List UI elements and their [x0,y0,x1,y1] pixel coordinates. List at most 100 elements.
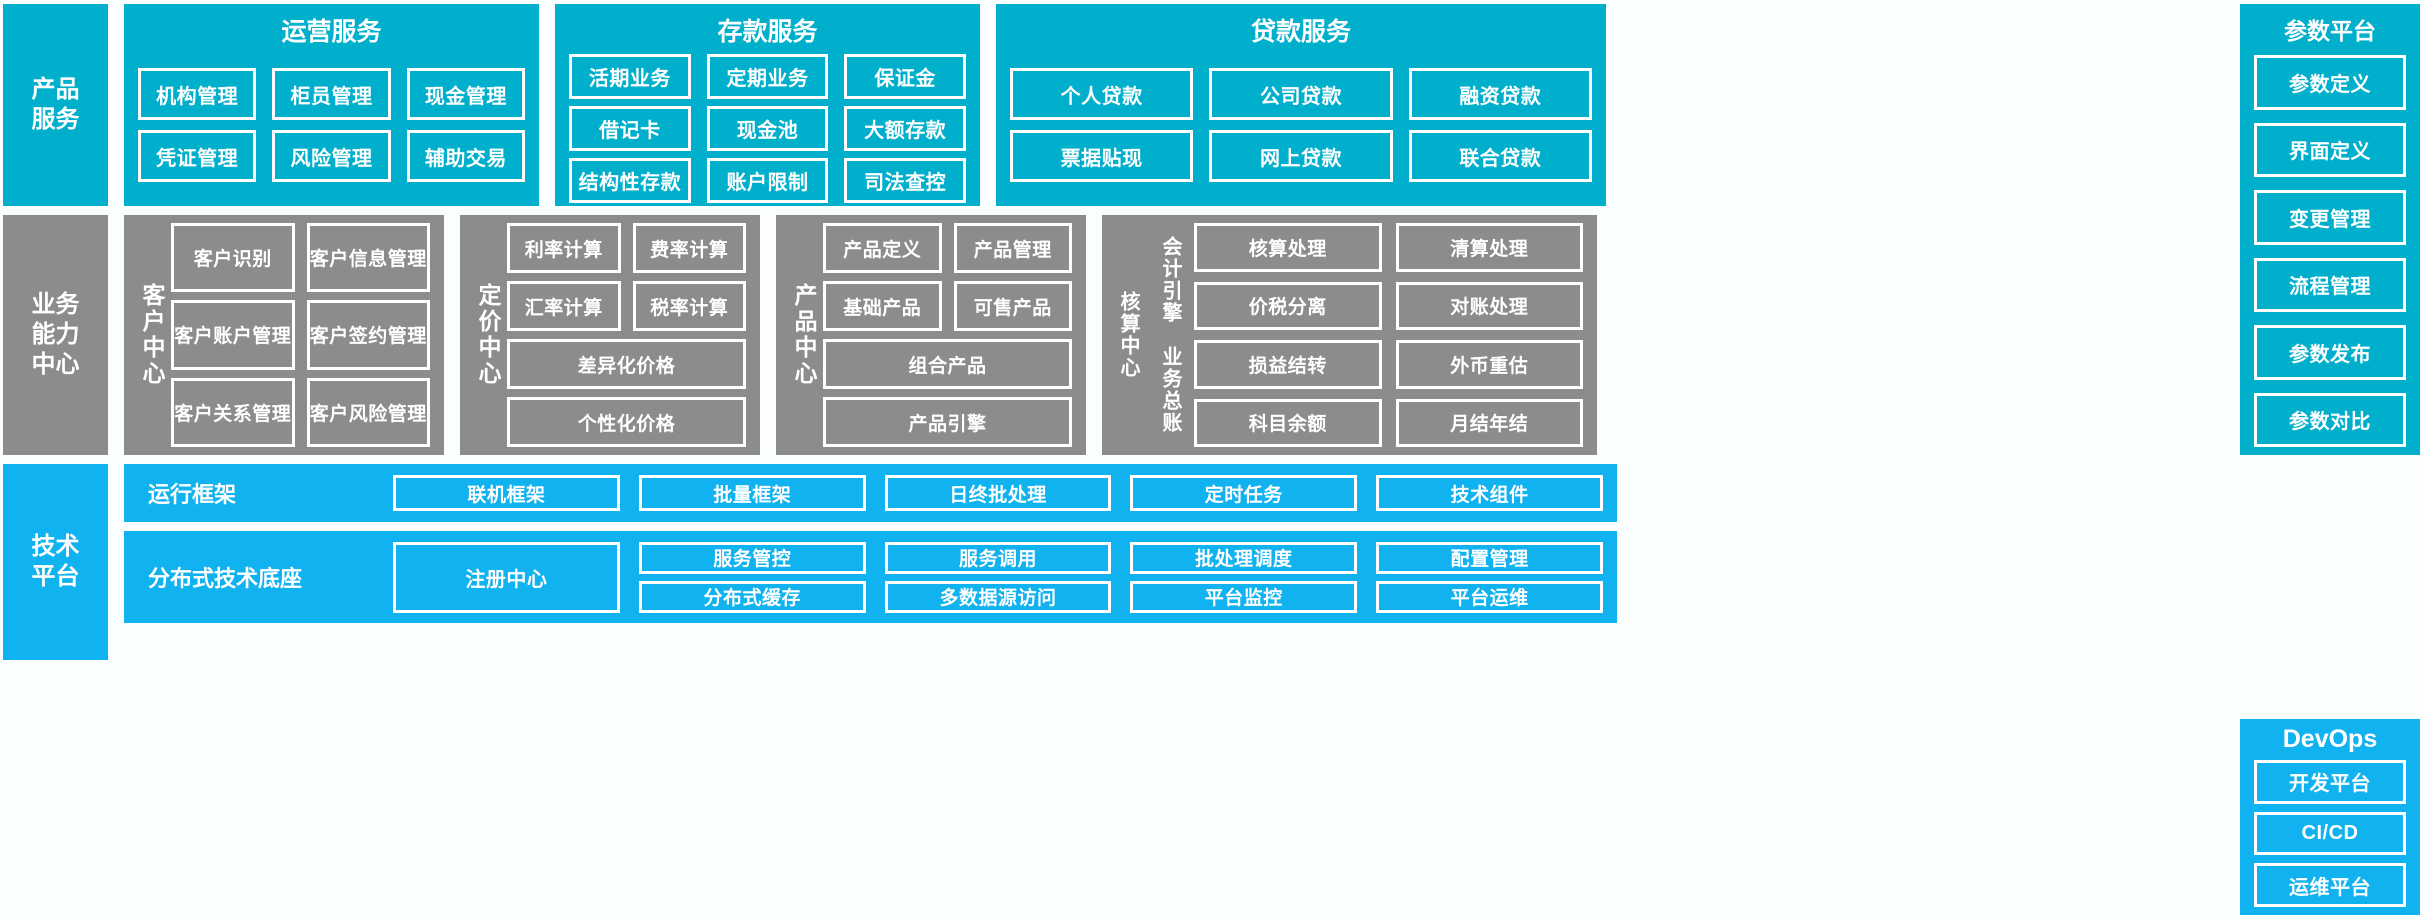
business-capability-layer: 业务 能力 中心 客户中心 客户识别 客户信息管理 客户账户管理 客户签约管理 … [0,215,2423,455]
parameter-item[interactable]: 变更管理 [2254,190,2406,245]
capability-box[interactable]: 可售产品 [953,281,1072,331]
capability-box[interactable]: 月结年结 [1395,398,1583,447]
center-product: 产品中心 产品定义 产品管理 基础产品 可售产品 组合产品 产品引擎 [776,215,1086,455]
service-box[interactable]: 账户限制 [706,158,829,203]
tech-box[interactable]: 技术组件 [1376,475,1603,511]
capability-box[interactable]: 客户风险管理 [306,377,430,447]
group-devops: DevOps 开发平台 CI/CD 运维平台 [2240,719,2420,915]
capability-box[interactable]: 对账处理 [1395,281,1583,330]
capability-box[interactable]: 产品管理 [953,223,1072,273]
center-customer: 客户中心 客户识别 客户信息管理 客户账户管理 客户签约管理 客户关系管理 客户… [124,215,444,455]
tech-box-registry[interactable]: 注册中心 [393,541,620,613]
capability-box[interactable]: 客户识别 [171,223,295,293]
service-box[interactable]: 个人贷款 [1010,68,1194,120]
capability-box[interactable]: 个性化价格 [507,397,746,447]
service-box[interactable]: 司法查控 [844,158,966,203]
layer-label-technical-platform: 技术 平台 [3,464,108,660]
tech-box[interactable]: 配置管理 [1376,541,1603,574]
service-box[interactable]: 现金管理 [406,68,525,120]
distributed-foundation-items: 注册中心 服务管控 分布式缓存 服务调用 多数据源访问 批处理调度 平台监控 [393,541,1603,613]
capability-box[interactable]: 客户关系管理 [171,377,295,447]
subgroup-label-general-ledger: 业务总账 [1159,346,1181,434]
service-box[interactable]: 凭证管理 [138,130,257,182]
capability-box[interactable]: 客户账户管理 [171,300,295,370]
parameter-item[interactable]: 流程管理 [2254,257,2406,312]
parameter-item[interactable]: 参数定义 [2254,55,2406,110]
service-box[interactable]: 柜员管理 [272,68,391,120]
layer-label-line-2: 服务 [31,106,80,133]
capability-box[interactable]: 损益结转 [1194,340,1382,389]
loan-services-grid: 个人贷款 公司贷款 融资贷款 票据贴现 网上贷款 联合贷款 [1010,54,1592,196]
center-pricing: 定价中心 利率计算 费率计算 汇率计算 税率计算 差异化价格 个性化价格 [460,215,760,455]
capability-box[interactable]: 产品定义 [823,223,942,273]
capability-box[interactable]: 产品引擎 [823,397,1072,447]
devops-item[interactable]: 开发平台 [2254,760,2406,804]
tech-box[interactable]: 分布式缓存 [638,580,866,613]
service-box[interactable]: 保证金 [844,54,966,99]
capability-box[interactable]: 科目余额 [1194,398,1382,447]
parameter-item[interactable]: 参数对比 [2254,392,2406,447]
service-box[interactable]: 结构性存款 [569,158,691,203]
capability-box[interactable]: 基础产品 [823,281,942,331]
service-box[interactable]: 辅助交易 [406,130,525,182]
accounting-center-grid: 核算处理 清算处理 价税分离 对账处理 损益结转 外币重估 科目余额 月结年结 [1194,223,1583,447]
tech-box[interactable]: 服务管控 [638,541,866,574]
group-title-parameter-platform: 参数平台 [2284,18,2376,44]
capability-box[interactable]: 价税分离 [1194,281,1382,330]
tech-box[interactable]: 批处理调度 [1130,541,1358,574]
capability-box[interactable]: 汇率计算 [507,281,621,331]
service-box[interactable]: 定期业务 [706,54,829,99]
capability-box[interactable]: 核算处理 [1194,223,1382,272]
tech-box[interactable]: 联机框架 [393,475,620,511]
pricing-center-grid: 利率计算 费率计算 汇率计算 税率计算 差异化价格 个性化价格 [507,223,746,447]
service-box[interactable]: 公司贷款 [1209,68,1393,120]
tech-box[interactable]: 平台监控 [1130,580,1358,613]
center-accounting: 核算中心 会计引擎 业务总账 核算处理 清算处理 价税分离 对账处理 损益结转 … [1102,215,1597,455]
layer-label-product-service: 产品 服务 [3,4,108,206]
capability-box[interactable]: 外币重估 [1395,340,1583,389]
service-box[interactable]: 机构管理 [138,68,257,120]
group-title-loan-services: 贷款服务 [1250,18,1351,46]
accounting-subgroup-labels: 会计引擎 业务总账 [1146,223,1194,447]
parameter-item[interactable]: 界面定义 [2254,122,2406,177]
service-box[interactable]: 借记卡 [569,106,691,151]
group-operation-services: 运营服务 机构管理 柜员管理 现金管理 凭证管理 风险管理 辅助交易 [124,4,539,206]
capability-box[interactable]: 客户信息管理 [306,223,430,293]
center-label-accounting: 核算中心 [1117,291,1139,379]
tech-box[interactable]: 定时任务 [1130,475,1358,511]
capability-box[interactable]: 差异化价格 [507,339,746,389]
service-box[interactable]: 风险管理 [272,130,391,182]
tech-box[interactable]: 服务调用 [884,541,1112,574]
capability-box[interactable]: 客户签约管理 [306,300,430,370]
deposit-services-grid: 活期业务 定期业务 保证金 借记卡 现金池 大额存款 结构性存款 账户限制 司法… [569,54,966,203]
devops-item[interactable]: 运维平台 [2254,863,2406,908]
service-box[interactable]: 现金池 [706,106,829,151]
runtime-framework-items: 联机框架 批量框架 日终批处理 定时任务 技术组件 [393,475,1603,511]
service-box[interactable]: 网上贷款 [1209,130,1393,182]
devops-item[interactable]: CI/CD [2254,811,2406,856]
band-label-distributed-foundation: 分布式技术底座 [148,566,303,591]
tech-box[interactable]: 多数据源访问 [884,580,1112,613]
tech-box[interactable]: 平台运维 [1376,580,1603,613]
capability-box[interactable]: 利率计算 [507,223,621,273]
capability-box[interactable]: 费率计算 [632,223,746,273]
layer-label-line-1: 技术 [31,533,80,560]
service-box[interactable]: 活期业务 [569,54,691,99]
tech-box[interactable]: 日终批处理 [884,475,1112,511]
service-box[interactable]: 融资贷款 [1408,68,1592,120]
parameter-item[interactable]: 参数发布 [2254,325,2406,380]
service-box[interactable]: 大额存款 [844,106,966,151]
capability-box[interactable]: 清算处理 [1395,223,1583,272]
group-deposit-services: 存款服务 活期业务 定期业务 保证金 借记卡 现金池 大额存款 结构性存款 账户… [555,4,980,206]
layer-label-line-1: 产品 [31,76,80,103]
tech-box[interactable]: 批量框架 [638,475,866,511]
devops-stack: 开发平台 CI/CD 运维平台 [2254,760,2406,908]
capability-box[interactable]: 组合产品 [823,339,1072,389]
layer-label-line-3: 中心 [31,351,80,378]
service-box[interactable]: 票据贴现 [1010,130,1194,182]
service-box[interactable]: 联合贷款 [1408,130,1592,182]
product-service-layer: 产品 服务 运营服务 机构管理 柜员管理 现金管理 凭证管理 风险管理 辅助交易… [0,4,2423,455]
foundation-column: 批处理调度 平台监控 [1130,541,1358,613]
group-title-deposit-services: 存款服务 [717,18,818,46]
capability-box[interactable]: 税率计算 [632,281,746,331]
